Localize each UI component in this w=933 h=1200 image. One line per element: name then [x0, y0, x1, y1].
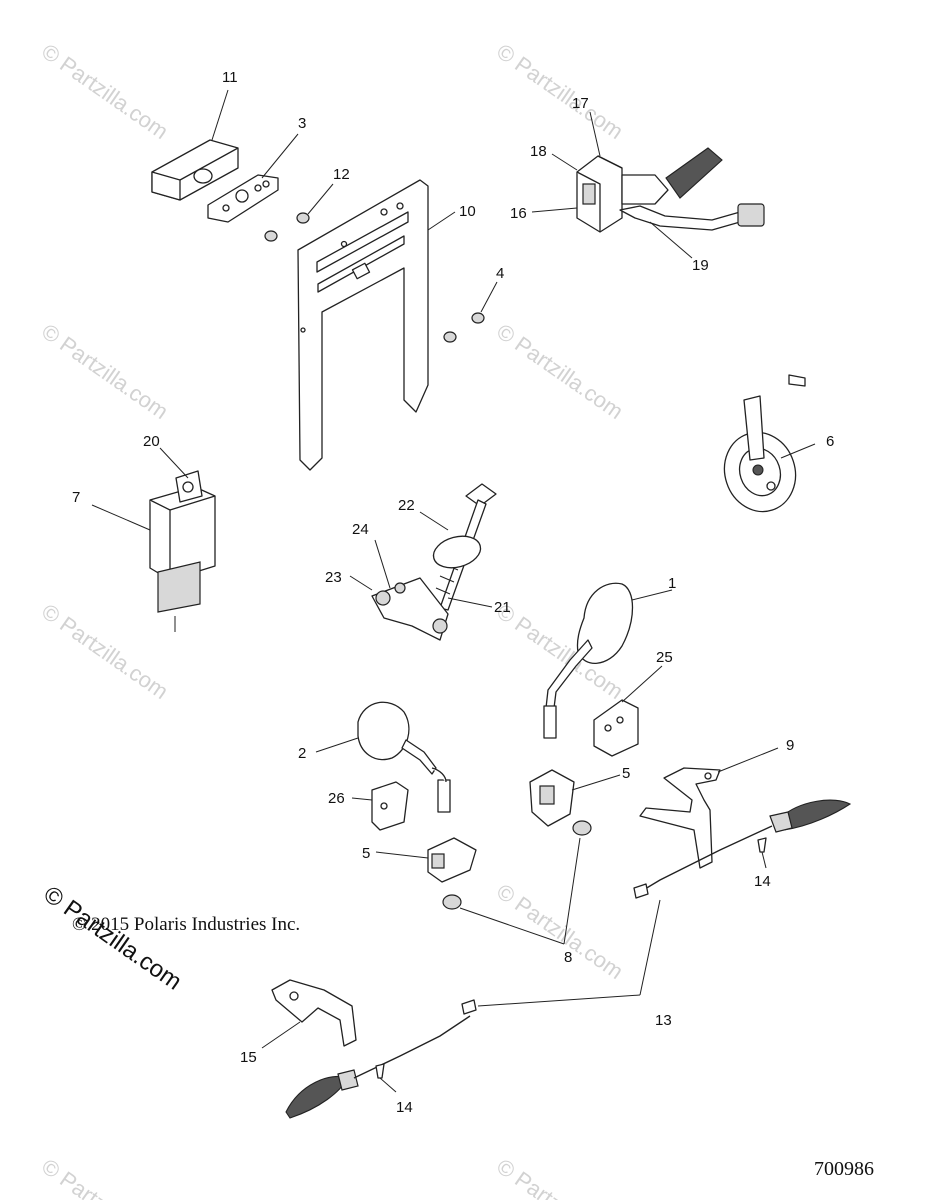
part-5-clamp [529, 769, 621, 827]
part-12-nut [264, 183, 334, 242]
part-15-bracket [261, 979, 357, 1049]
watermark: © Partzilla.com [492, 319, 628, 425]
callout-7: 7 [72, 489, 80, 506]
watermark: © Partzilla.com [37, 39, 173, 145]
callout-18: 18 [530, 143, 547, 160]
callout-24: 24 [352, 521, 369, 538]
watermark: © Partzilla.com [492, 1154, 628, 1200]
part-7-relay [91, 447, 216, 632]
callout-15: 15 [240, 1049, 257, 1066]
part-14-screw [375, 837, 767, 1093]
partzilla-watermark: © Partzilla.com [39, 881, 187, 996]
callout-21: 21 [494, 599, 511, 616]
part-10-bracket [297, 179, 456, 471]
callout-14-left: 14 [396, 1099, 413, 1116]
part-17-switch [531, 111, 765, 259]
callout-6: 6 [826, 433, 834, 450]
callout-1: 1 [668, 575, 676, 592]
callout-4: 4 [496, 265, 504, 282]
callout-10: 10 [459, 203, 476, 220]
watermark: © Partzilla.com [37, 1154, 173, 1200]
callout-19: 19 [692, 257, 709, 274]
callout-13: 13 [655, 1012, 672, 1029]
part-13-turn-signal [285, 799, 852, 1119]
part-1-mirror [543, 582, 673, 739]
callout-22: 22 [398, 497, 415, 514]
part-25-bracket [593, 665, 663, 757]
watermark: © Partzilla.com [37, 599, 173, 705]
callout-23: 23 [325, 569, 342, 586]
callout-25: 25 [656, 649, 673, 666]
part-5-clamp [375, 837, 477, 883]
callout-8: 8 [564, 949, 572, 966]
figure-number: 700986 [814, 1158, 874, 1180]
callout-11: 11 [222, 69, 238, 86]
watermark-layer: © Partzilla.com © Partzilla.com © Partzi… [37, 39, 628, 1200]
part-3-gasket [207, 133, 299, 223]
part-2-mirror [315, 701, 451, 813]
part-11-light [151, 89, 239, 201]
part-6-horn [723, 374, 816, 513]
callout-3: 3 [298, 115, 306, 132]
watermark: © Partzilla.com [492, 39, 628, 145]
callout-labels: 11 3 12 10 4 17 18 16 19 6 20 7 22 24 23… [72, 69, 834, 1116]
part-4-nut [443, 281, 498, 343]
part-9-bracket [639, 747, 779, 869]
callout-26: 26 [328, 790, 345, 807]
callout-5-lower: 5 [362, 845, 370, 862]
part-8-nut [442, 820, 592, 945]
watermark: © Partzilla.com [492, 879, 628, 985]
callout-12: 12 [333, 166, 350, 183]
part-26-bracket [351, 781, 409, 831]
copyright-notice: © 2015 Polaris Industries Inc. [72, 914, 300, 935]
callout-14-right: 14 [754, 873, 771, 890]
callout-2: 2 [298, 745, 306, 762]
callout-5-upper: 5 [622, 765, 630, 782]
callout-17: 17 [572, 95, 589, 112]
callout-20: 20 [143, 433, 160, 450]
callout-16: 16 [510, 205, 527, 222]
part-21-spring-clamp [349, 483, 497, 641]
watermark: © Partzilla.com [37, 319, 173, 425]
callout-9: 9 [786, 737, 794, 754]
